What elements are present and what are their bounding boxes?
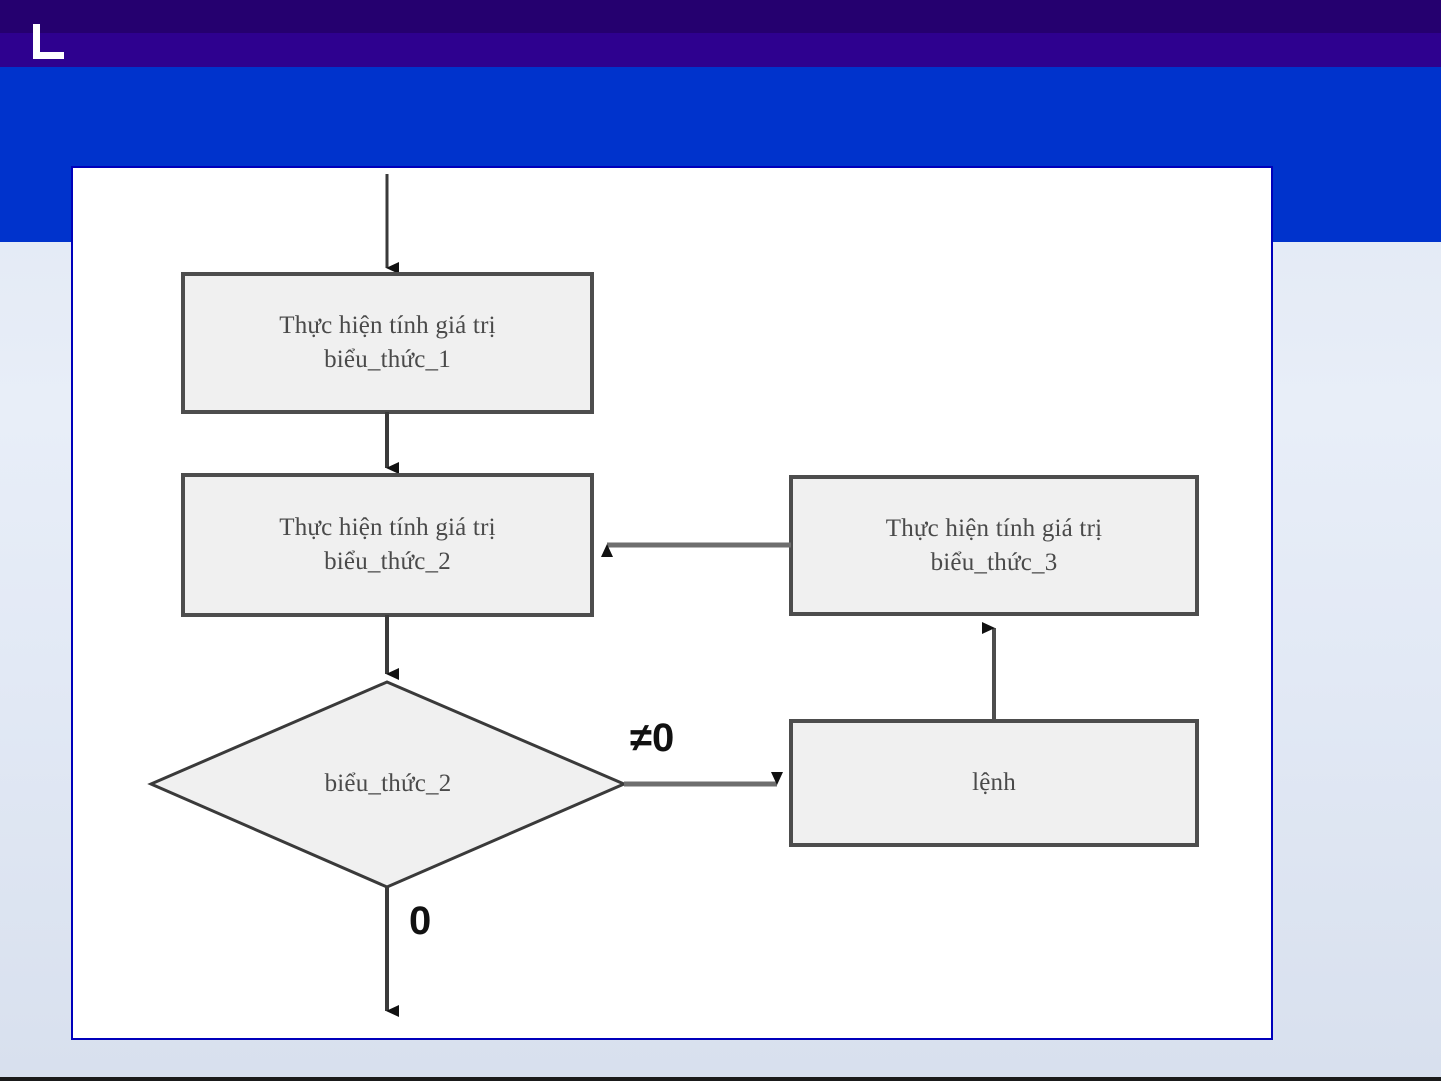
shape-process-1 — [181, 272, 594, 414]
top-purple-band — [0, 33, 1441, 67]
shape-statement — [789, 719, 1199, 847]
shape-process-2 — [181, 473, 594, 617]
true-branch-text: ≠0 — [630, 716, 675, 760]
false-branch-text: 0 — [409, 899, 432, 943]
top-navy-band — [0, 0, 1441, 33]
edge-label-false: 0 — [409, 901, 431, 941]
shape-process-3 — [789, 475, 1199, 616]
shape-decision — [147, 680, 628, 889]
flowchart-canvas: Thực hiện tính giá trị biểu_thức_1 Thực … — [71, 166, 1273, 1040]
bottom-rule — [0, 1077, 1441, 1081]
edge-label-true: ≠0 — [630, 718, 674, 758]
flowchart-svg — [147, 174, 1199, 1017]
corner-bracket-icon — [33, 24, 64, 59]
